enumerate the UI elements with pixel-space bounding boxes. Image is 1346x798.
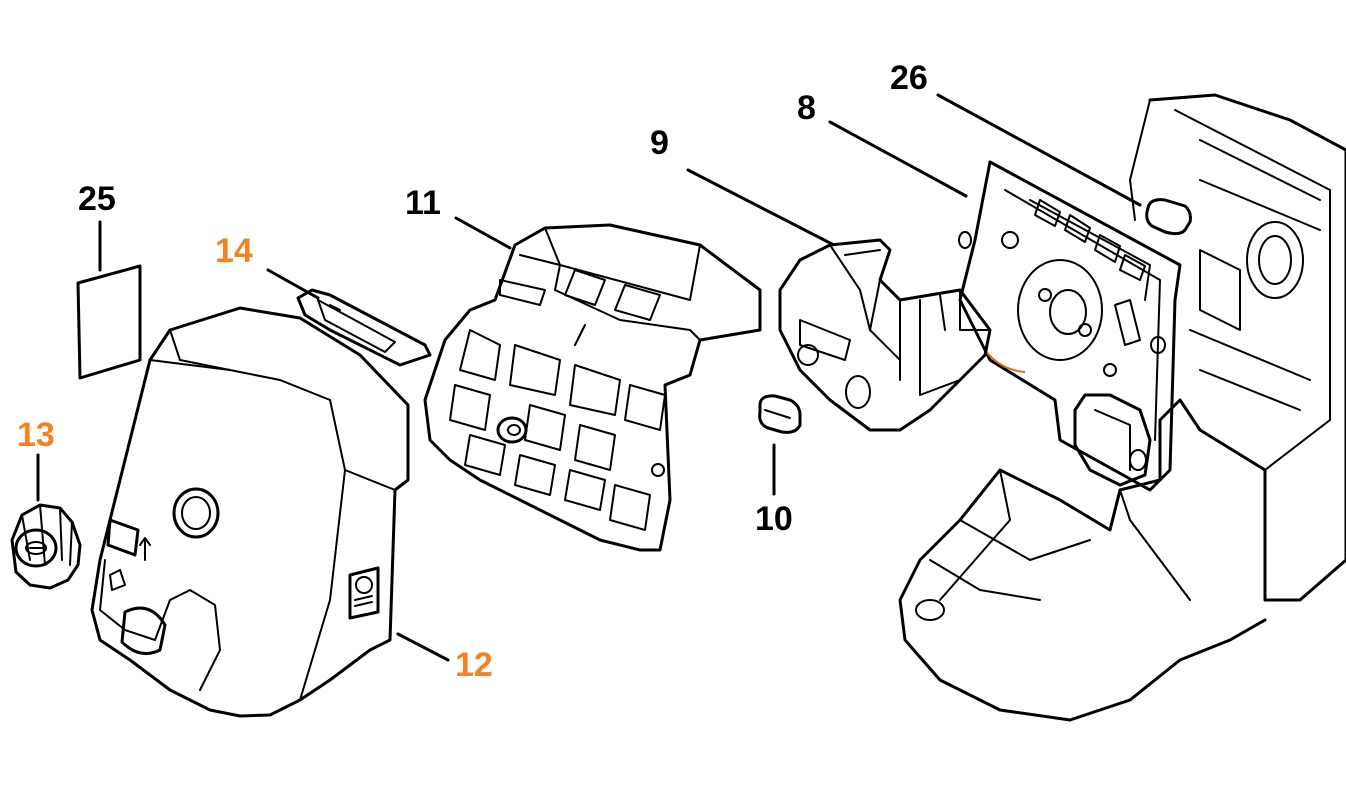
label-10: 10: [755, 500, 793, 538]
leader-26: [936, 93, 1142, 207]
label-12: 12: [455, 646, 493, 684]
part-12-cover[interactable]: [90, 306, 410, 718]
leader-8: [828, 120, 968, 198]
part-10-screw[interactable]: [758, 394, 802, 434]
part-8-mounting-plate[interactable]: [958, 160, 1182, 492]
part-26-grommet[interactable]: [1145, 198, 1192, 236]
part-14-gasket[interactable]: [296, 288, 432, 367]
part-9-adapter[interactable]: [778, 238, 992, 432]
label-11: 11: [405, 184, 441, 222]
label-8: 8: [797, 89, 816, 127]
label-14: 14: [215, 232, 253, 270]
part-25-label[interactable]: [76, 264, 142, 380]
label-13: 13: [17, 416, 55, 454]
leader-11: [454, 216, 512, 250]
engine-housing: [898, 93, 1346, 722]
label-26: 26: [890, 59, 928, 97]
part-labels: 25 14 13 12 11 9 10 8 26: [17, 59, 928, 684]
leader-14: [266, 268, 320, 300]
leader-9: [686, 168, 834, 246]
part-13-knob[interactable]: [10, 503, 82, 590]
part-11-air-filter[interactable]: [423, 223, 762, 552]
leader-12: [396, 632, 450, 662]
label-25: 25: [78, 180, 116, 218]
label-9: 9: [650, 124, 669, 162]
leader-lines: [36, 93, 1142, 662]
